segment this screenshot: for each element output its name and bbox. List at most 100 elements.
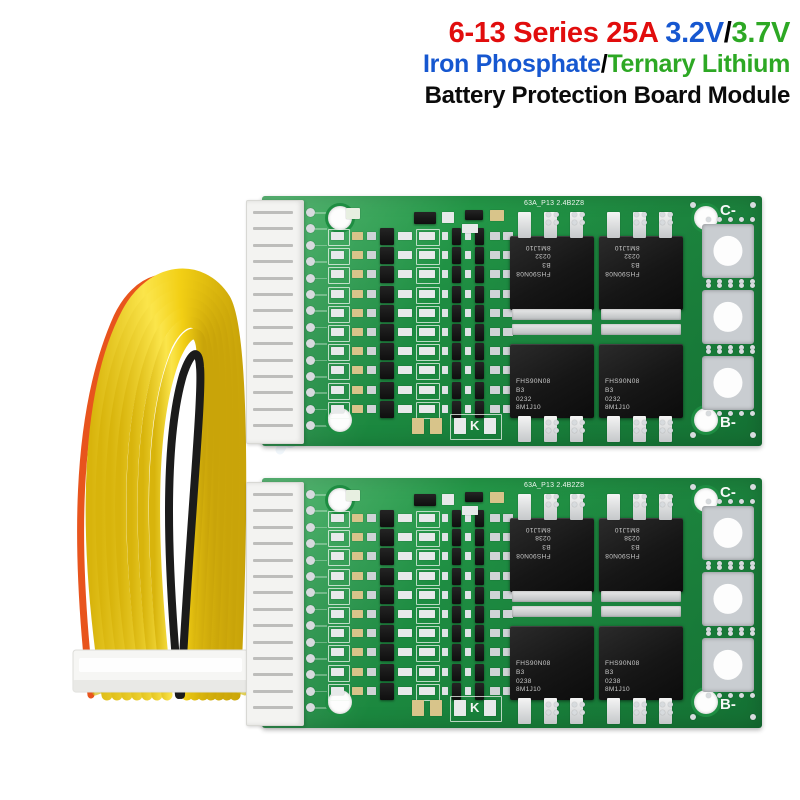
connector-slot <box>253 525 293 529</box>
pad-via <box>728 279 733 284</box>
smd-resistor <box>490 590 500 599</box>
pad-via <box>706 561 711 566</box>
mosfet-lead <box>607 212 620 238</box>
pcb-via <box>580 212 585 217</box>
connector-pin-pad <box>306 290 315 299</box>
pcb-via <box>546 702 551 707</box>
component-outline <box>328 587 350 605</box>
pcb-via <box>690 432 696 438</box>
mosfet-lead <box>518 494 531 520</box>
component-outline <box>328 363 350 381</box>
smd-resistor <box>503 667 513 676</box>
pad-via <box>706 217 711 222</box>
pad-via <box>739 349 744 354</box>
smd-resistor <box>367 610 376 618</box>
mosfet-heat-tab <box>512 606 592 617</box>
solder-pad <box>442 514 448 522</box>
pcb-via <box>580 702 585 707</box>
pcb-via <box>750 714 756 720</box>
balance-ic <box>380 247 394 265</box>
solder-pad <box>465 366 471 375</box>
output-pad[interactable] <box>702 356 754 410</box>
wire-black <box>165 350 205 699</box>
smd-resistor <box>367 629 376 638</box>
balance-resistor <box>331 571 344 580</box>
balance-ic <box>380 625 394 643</box>
pad-via <box>739 499 744 504</box>
transistor-array <box>475 548 484 566</box>
transistor-array <box>475 266 484 284</box>
component-outline <box>328 568 350 586</box>
smd-resistor <box>419 251 435 260</box>
solder-pad <box>442 289 448 298</box>
smd-resistor <box>367 385 376 394</box>
transistor-array <box>452 285 461 303</box>
output-pad[interactable] <box>702 638 754 692</box>
connector-slot <box>253 293 293 296</box>
pcb-via <box>668 428 673 433</box>
smd-resistor <box>503 648 513 657</box>
smd-resistor <box>367 347 376 356</box>
pcb-via <box>634 420 639 425</box>
connector-slot <box>253 325 293 329</box>
solder-pad <box>442 552 448 561</box>
smd-resistor <box>398 590 412 599</box>
solder-pad <box>442 385 448 394</box>
terminal-label-charge: C- <box>720 484 736 501</box>
connector-pin-pad <box>306 539 315 549</box>
output-pad[interactable] <box>702 224 754 278</box>
connector-pin-pad <box>306 703 315 713</box>
pcb-via <box>554 710 559 715</box>
smd-capacitor <box>412 418 424 434</box>
pad-via <box>728 345 733 350</box>
component-outline <box>416 229 440 246</box>
transistor-array <box>452 247 461 265</box>
connector-slot <box>253 309 293 313</box>
board-top-balance-connector[interactable] <box>246 200 304 444</box>
solder-pad <box>442 308 448 317</box>
transistor-array <box>475 567 484 585</box>
smd-resistor <box>503 385 513 394</box>
pcb-trace <box>315 494 327 496</box>
transistor-array <box>475 343 484 361</box>
component-outline <box>416 363 440 381</box>
component-outline <box>416 325 440 342</box>
pcb-via <box>660 710 665 715</box>
balance-resistor <box>331 270 344 279</box>
connector-slot <box>253 706 293 710</box>
pcb-via <box>572 702 577 707</box>
smd-resistor <box>419 328 435 336</box>
transistor-array <box>452 324 461 341</box>
connector-pin-pad <box>306 522 315 532</box>
output-pad[interactable] <box>702 506 754 560</box>
smd-resistor <box>503 308 513 317</box>
mosfet-lead <box>518 698 531 724</box>
smd-resistor <box>398 308 412 317</box>
balance-resistor <box>331 629 344 638</box>
connector-pin-pad <box>306 604 315 614</box>
output-pad[interactable] <box>702 572 754 626</box>
balance-ic <box>380 266 394 284</box>
smd-resistor <box>503 533 513 542</box>
pcb-via <box>580 220 585 225</box>
balance-ic <box>380 548 394 566</box>
pad-via <box>717 345 722 350</box>
smd-resistor <box>398 571 412 580</box>
connector-pin-pad <box>306 257 315 267</box>
pad-via <box>706 627 711 632</box>
board-bottom-balance-connector[interactable] <box>246 482 304 726</box>
smd-resistor <box>367 232 376 240</box>
output-pad[interactable] <box>702 290 754 344</box>
